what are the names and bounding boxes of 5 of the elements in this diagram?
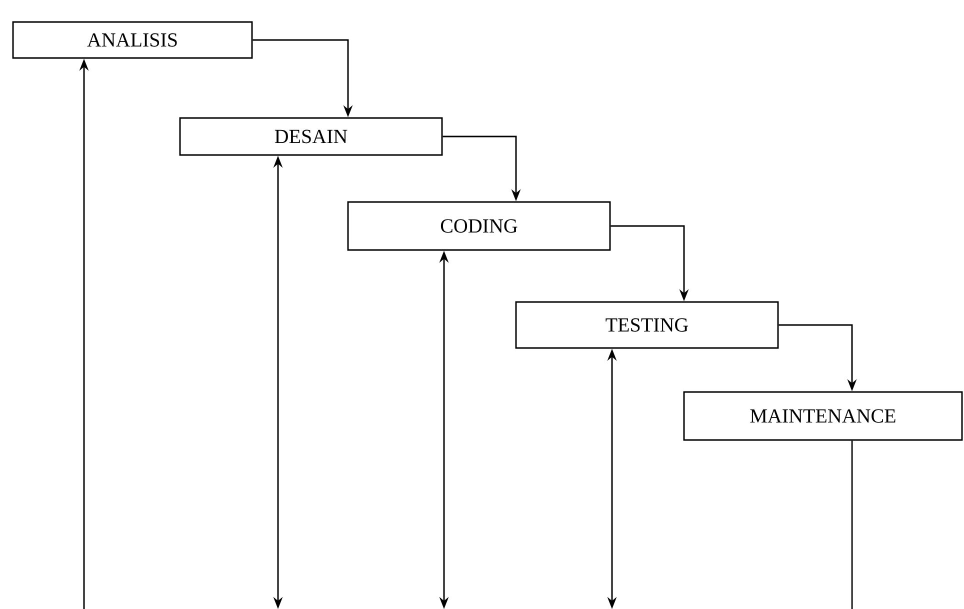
- process-box: ANALISIS: [12, 21, 253, 59]
- process-box: CODING: [347, 201, 611, 251]
- process-box: DESAIN: [179, 117, 443, 156]
- process-box: MAINTENANCE: [683, 391, 963, 441]
- process-box: TESTING: [515, 301, 779, 349]
